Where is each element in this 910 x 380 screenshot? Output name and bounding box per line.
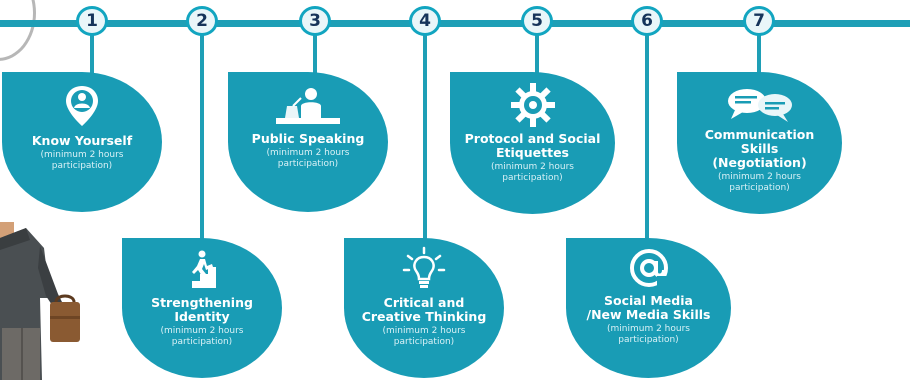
step-4-number: 4 (409, 6, 441, 36)
step-7-card: Communication Skills (Negotiation) (mini… (677, 72, 842, 214)
step-7-number: 7 (743, 6, 775, 36)
step-5-note: (minimum 2 hours participation) (491, 162, 574, 183)
step-5-number: 5 (521, 6, 553, 36)
climbing-stairs-icon (184, 250, 216, 288)
step-6-stem (645, 30, 649, 250)
step-3-number: 3 (299, 6, 331, 36)
step-4-title: Critical and Creative Thinking (361, 295, 487, 324)
at-sign-icon (629, 249, 669, 288)
step-6-title: Social Media /New Media Skills (586, 293, 711, 322)
step-1-number: 1 (76, 6, 108, 36)
timeline-line (0, 20, 910, 27)
step-7-title: Communication Skills (Negotiation) (704, 127, 815, 170)
step-3-card: Public Speaking (minimum 2 hours partici… (228, 72, 388, 212)
step-5-card: Protocol and Social Etiquettes (minimum … (450, 72, 615, 214)
step-5-stem (535, 30, 539, 82)
step-3-stem (313, 30, 317, 84)
step-7-stem (757, 30, 761, 82)
step-3-title: Public Speaking (251, 131, 365, 146)
step-4-note: (minimum 2 hours participation) (382, 326, 466, 347)
gear-icon (510, 83, 555, 127)
step-5-title: Protocol and Social Etiquettes (464, 131, 601, 160)
step-6-number: 6 (631, 6, 663, 36)
step-1-stem (90, 30, 94, 82)
step-1-note: (minimum 2 hours participation) (40, 150, 124, 171)
step-2-stem (200, 30, 204, 260)
chat-bubbles-icon (727, 89, 792, 122)
step-6-note: (minimum 2 hours participation) (607, 324, 690, 345)
step-2-number: 2 (186, 6, 218, 36)
step-6-card: Social Media /New Media Skills (minimum … (566, 238, 731, 378)
businessman-illustration (0, 222, 80, 380)
step-3-note: (minimum 2 hours participation) (266, 148, 350, 169)
decorative-arc (0, 0, 36, 61)
step-4-card: Critical and Creative Thinking (minimum … (344, 238, 504, 378)
step-2-card: Strengthening Identity (minimum 2 hours … (122, 238, 282, 378)
step-7-note: (minimum 2 hours participation) (718, 172, 801, 193)
step-4-stem (423, 30, 427, 248)
step-2-note: (minimum 2 hours participation) (160, 326, 244, 347)
person-location-icon (66, 86, 98, 126)
step-1-card: Know Yourself (minimum 2 hours participa… (2, 72, 162, 212)
podium-speaker-icon (276, 88, 340, 124)
lightbulb-icon (402, 246, 446, 288)
step-2-title: Strengthening Identity (151, 295, 253, 324)
step-1-title: Know Yourself (31, 133, 133, 148)
